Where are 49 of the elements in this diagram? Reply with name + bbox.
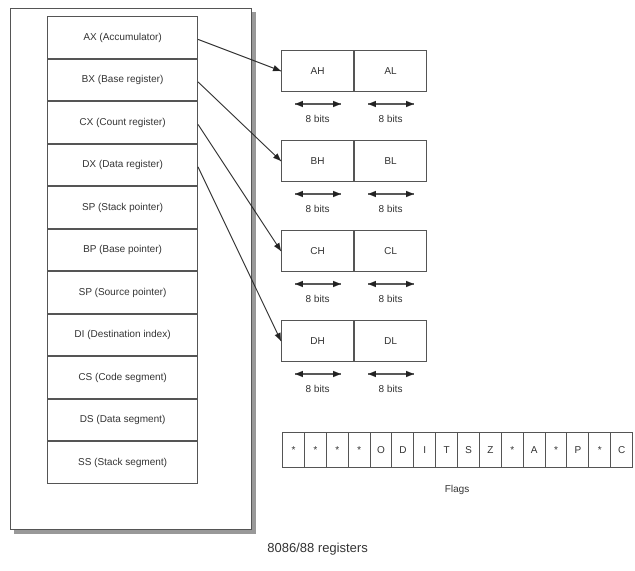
bit-width-label: 8 bits	[378, 204, 404, 215]
register-box: SP (Source pointer)	[47, 271, 198, 314]
arrow	[198, 81, 282, 162]
register-box: CS (Code segment)	[47, 356, 198, 398]
bit-width-label: 8 bits	[304, 294, 330, 305]
flag-cell: *	[348, 432, 370, 468]
register-box: CH	[281, 230, 354, 272]
register-box: BX (Base register)	[47, 58, 198, 101]
caption: 8086/88 registers	[266, 540, 369, 555]
flag-cell: Z	[478, 432, 502, 468]
register-box: AX (Accumulator)	[47, 16, 198, 58]
register-box: DH	[281, 320, 354, 362]
bit-width-label: 8 bits	[304, 204, 330, 215]
flag-cell: C	[610, 432, 633, 468]
register-box: AH	[281, 50, 354, 92]
register-box: CL	[354, 230, 427, 272]
flag-cell: *	[326, 432, 349, 468]
register-box: CX (Count register)	[47, 101, 198, 144]
bit-width-label: 8 bits	[378, 114, 404, 125]
flag-cell: I	[413, 432, 436, 468]
register-box: SP (Stack pointer)	[47, 186, 198, 228]
flag-cell: *	[544, 432, 568, 468]
register-box: BP (Base pointer)	[47, 228, 198, 271]
register-box: DI (Destination index)	[47, 314, 198, 356]
register-box: BL	[354, 140, 427, 182]
flag-cell: S	[457, 432, 480, 468]
flag-cell: *	[588, 432, 612, 468]
flag-cell: *	[304, 432, 327, 468]
flag-cell: O	[370, 432, 392, 468]
arrow	[198, 38, 282, 72]
flag-cell: *	[500, 432, 524, 468]
bit-width-label: 8 bits	[378, 294, 404, 305]
register-box: DS (Data segment)	[47, 398, 198, 441]
flag-cell: P	[566, 432, 590, 468]
flag-cell: A	[522, 432, 546, 468]
flags-label: Flags	[444, 484, 470, 495]
flag-cell: D	[391, 432, 414, 468]
arrow	[198, 166, 282, 342]
flag-cell: *	[282, 432, 305, 468]
flag-cell: T	[435, 432, 458, 468]
register-box: DX (Data register)	[47, 144, 198, 186]
register-box: AL	[354, 50, 427, 92]
arrow	[198, 124, 282, 252]
register-box: SS (Stack segment)	[47, 441, 198, 484]
register-box: DL	[354, 320, 427, 362]
bit-width-label: 8 bits	[304, 114, 330, 125]
bit-width-label: 8 bits	[378, 384, 404, 395]
bit-width-label: 8 bits	[304, 384, 330, 395]
register-box: BH	[281, 140, 354, 182]
